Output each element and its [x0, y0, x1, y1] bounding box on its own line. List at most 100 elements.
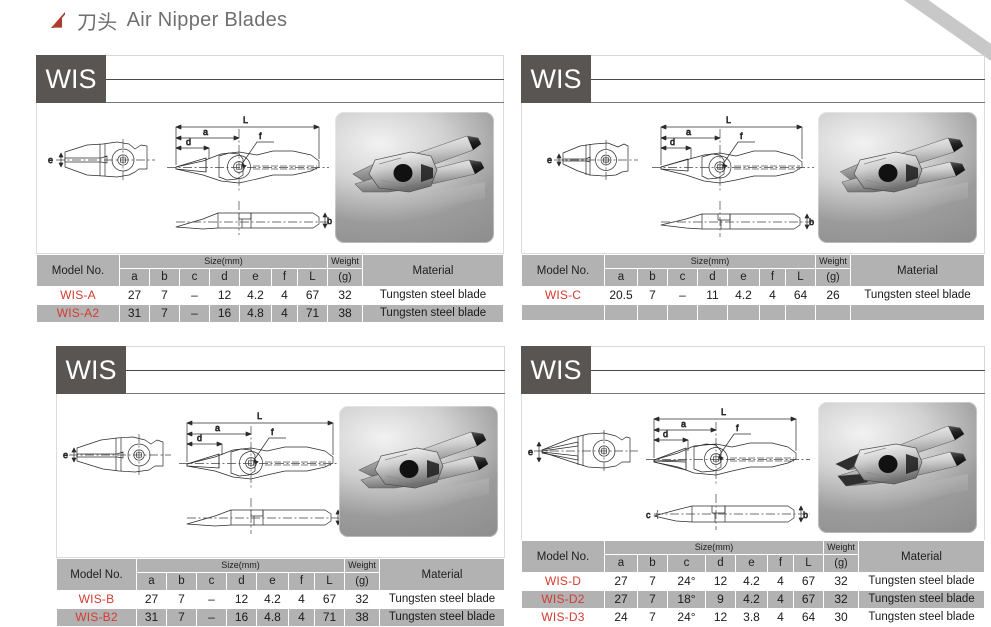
dim-label-e: e: [63, 450, 68, 460]
col-header-a: a: [604, 554, 638, 573]
cell-e: 4.2: [727, 286, 760, 305]
cell-material: Tungsten steel blade: [362, 304, 504, 323]
cell-f: 4: [271, 286, 298, 305]
col-header-f: f: [767, 554, 794, 573]
col-header-a: a: [604, 268, 638, 287]
col-header-l: L: [296, 268, 329, 287]
col-header-e: e: [727, 268, 760, 287]
cell-weight: 32: [823, 590, 860, 609]
panel-header-band: WIS: [36, 55, 504, 103]
cell-l: 67: [792, 572, 825, 591]
brand-badge: WIS: [521, 55, 591, 103]
col-header-material: Material: [379, 558, 505, 591]
cell-a: 27: [136, 590, 167, 609]
dim-label-d: d: [670, 137, 675, 147]
cell-material: Tungsten steel blade: [858, 608, 985, 627]
dim-label-L: L: [726, 115, 731, 125]
col-header-weight-unit: (g): [344, 572, 381, 591]
cell-e: [727, 304, 760, 321]
cell-b: 7: [166, 608, 197, 627]
cell-f: [759, 304, 786, 321]
dim-label-b: b: [809, 217, 814, 227]
dim-label-L: L: [257, 411, 262, 421]
dim-label-f: f: [271, 427, 274, 437]
col-header-l: L: [784, 268, 817, 287]
dim-label-d: d: [186, 137, 191, 147]
cell-d: 16: [209, 304, 240, 323]
col-header-c: c: [179, 268, 210, 287]
cell-e: 4.8: [256, 608, 289, 627]
table-row[interactable]: WIS-D2 27 7 18° 9 4.2 4 67 32 Tungsten s…: [521, 590, 985, 609]
col-header-size-group: Size(mm): [603, 540, 825, 555]
col-header-d: d: [209, 268, 240, 287]
table-row[interactable]: [521, 304, 985, 321]
col-header-c: c: [667, 554, 706, 573]
panel-header-band: WIS: [521, 346, 985, 394]
cell-l: 71: [313, 608, 346, 627]
cell-weight: 30: [823, 608, 860, 627]
table-row[interactable]: WIS-B2 31 7 – 16 4.8 4 71 38 Tungsten st…: [56, 608, 505, 627]
cell-c: [667, 304, 698, 321]
cell-model: WIS-C: [521, 286, 605, 305]
cell-d: 9: [705, 590, 736, 609]
col-header-a: a: [136, 572, 167, 591]
cell-material: Tungsten steel blade: [850, 286, 985, 305]
cell-d: 11: [697, 286, 728, 305]
col-header-weight: Weight: [344, 558, 381, 573]
cell-f: 4: [767, 608, 794, 627]
col-header-size-group: Size(mm): [135, 558, 346, 573]
col-header-weight: Weight: [823, 540, 860, 555]
cell-l: 64: [792, 608, 825, 627]
cell-f: 4: [759, 286, 786, 305]
cell-model: [521, 304, 605, 321]
col-header-f: f: [288, 572, 315, 591]
cell-e: 4.2: [256, 590, 289, 609]
col-header-e: e: [239, 268, 272, 287]
dim-label-e: e: [547, 155, 552, 165]
panel-illustration-area: e: [36, 103, 504, 254]
product-panel-wis-b: WIS: [56, 346, 505, 627]
cell-weight: 32: [344, 590, 381, 609]
table-row[interactable]: WIS-A2 31 7 – 16 4.8 4 71 38 Tungsten st…: [36, 304, 504, 323]
cell-e: 4.2: [735, 590, 768, 609]
cell-b: 7: [637, 608, 668, 627]
cell-c: –: [667, 286, 698, 305]
cell-a: 24: [604, 608, 638, 627]
col-header-c: c: [196, 572, 227, 591]
cell-d: 12: [705, 608, 736, 627]
technical-drawing: e: [526, 400, 816, 541]
dim-label-a: a: [686, 127, 691, 137]
table-row[interactable]: WIS-C 20.5 7 – 11 4.2 4 64 26 Tungsten s…: [521, 286, 985, 305]
cell-material: Tungsten steel blade: [858, 590, 985, 609]
cell-a: 31: [136, 608, 167, 627]
table-row[interactable]: WIS-B 27 7 – 12 4.2 4 67 32 Tungsten ste…: [56, 590, 505, 609]
col-header-material: Material: [362, 254, 504, 287]
cell-weight: 26: [815, 286, 852, 305]
cell-weight: [815, 304, 852, 321]
cell-material: Tungsten steel blade: [362, 286, 504, 305]
panel-illustration-area: e: [56, 394, 505, 558]
cell-l: 67: [296, 286, 329, 305]
table-row[interactable]: WIS-D3 24 7 24° 12 3.8 4 64 30 Tungsten …: [521, 608, 985, 627]
table-row[interactable]: WIS-A 27 7 – 12 4.2 4 67 32 Tungsten ste…: [36, 286, 504, 305]
dim-label-L: L: [721, 407, 726, 417]
cell-material: Tungsten steel blade: [379, 590, 505, 609]
cell-model: WIS-D3: [521, 608, 605, 627]
cell-b: 7: [637, 590, 668, 609]
cell-b: 7: [637, 572, 668, 591]
dim-label-b: b: [803, 510, 808, 520]
spec-table: Model No. Size(mm) Weight Material a b c…: [56, 558, 505, 627]
col-header-model: Model No.: [56, 558, 137, 591]
panel-header-band: WIS: [56, 346, 505, 394]
panel-illustration-area: e: [521, 103, 985, 254]
cell-d: [697, 304, 728, 321]
col-header-c: c: [667, 268, 698, 287]
dim-label-a: a: [215, 423, 220, 433]
cell-b: 7: [637, 286, 668, 305]
page-title: 刀头 Air Nipper Blades: [48, 6, 287, 35]
col-header-d: d: [226, 572, 257, 591]
cell-e: 4.2: [735, 572, 768, 591]
triangle-blade-icon: [48, 11, 68, 31]
col-header-d: d: [705, 554, 736, 573]
table-row[interactable]: WIS-D 27 7 24° 12 4.2 4 67 32 Tungsten s…: [521, 572, 985, 591]
